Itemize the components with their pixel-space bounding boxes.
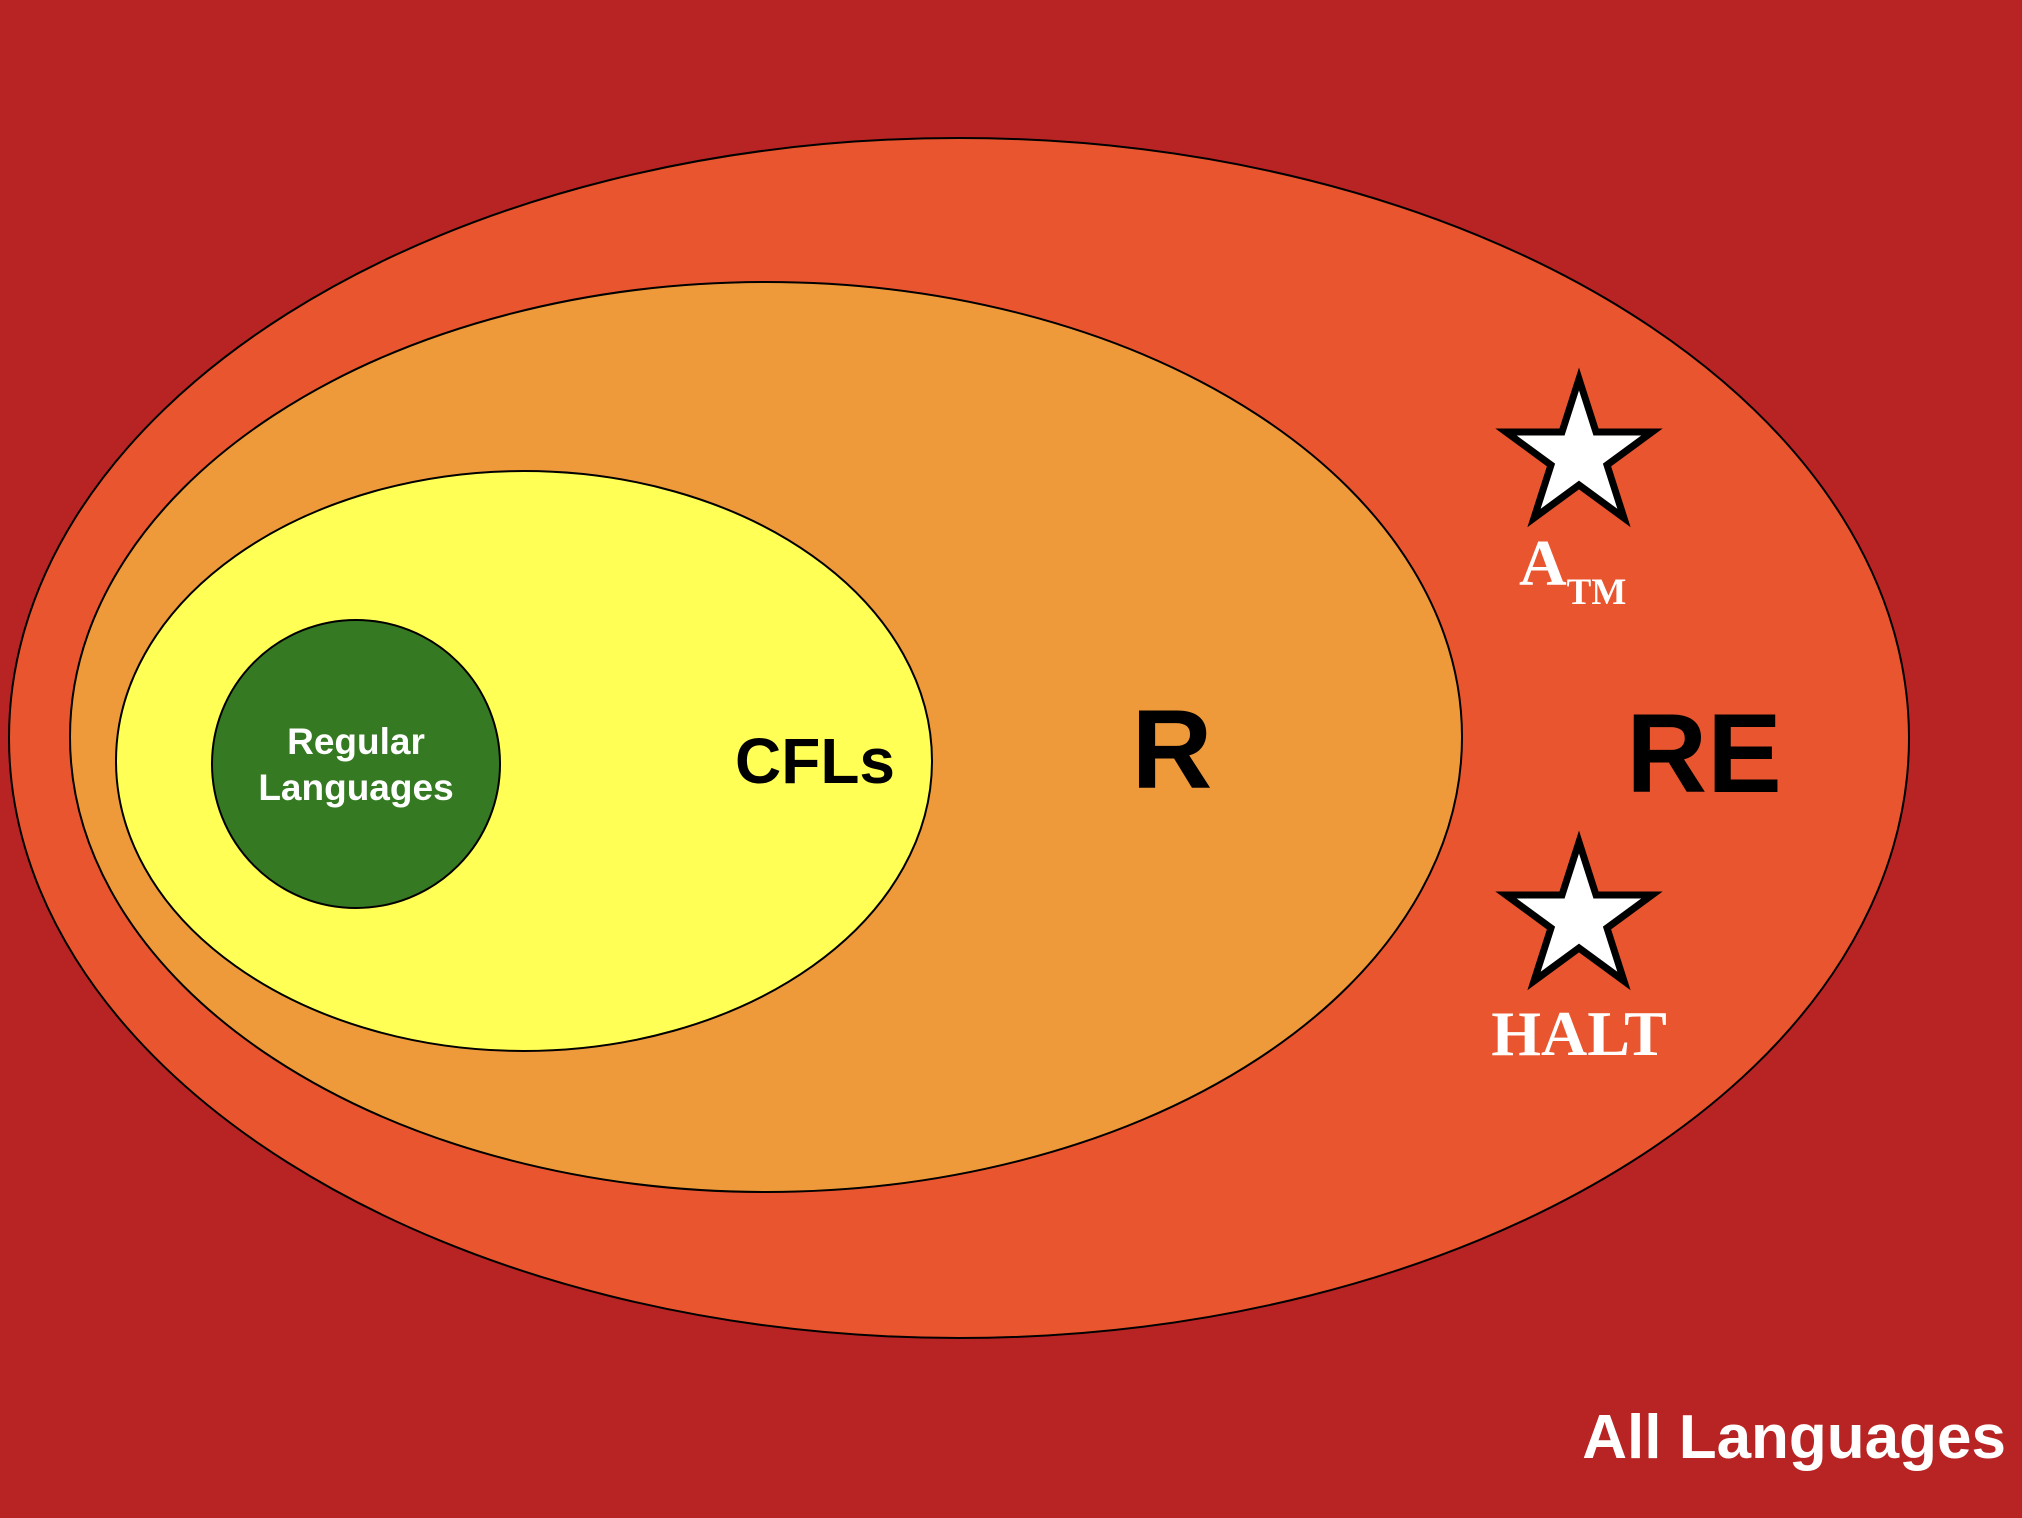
cfls-label: CFLs xyxy=(735,725,895,797)
star-icon xyxy=(1495,367,1663,528)
regular-languages-label-line2: Languages xyxy=(258,767,453,808)
halt-label: HALT xyxy=(1491,998,1667,1069)
re-label: RE xyxy=(1626,691,1782,816)
atm-label-main: A xyxy=(1519,527,1567,600)
regular-languages-label-line1: Regular xyxy=(287,721,425,762)
atm-label-subscript: TM xyxy=(1567,572,1627,613)
r-label: R xyxy=(1132,687,1213,812)
atm-label: ATM xyxy=(1519,527,1626,613)
star-icon xyxy=(1495,830,1663,991)
cfl-region xyxy=(115,470,933,1052)
regular-languages-region xyxy=(211,619,501,909)
all-languages-label: All Languages xyxy=(1582,1403,2006,1472)
